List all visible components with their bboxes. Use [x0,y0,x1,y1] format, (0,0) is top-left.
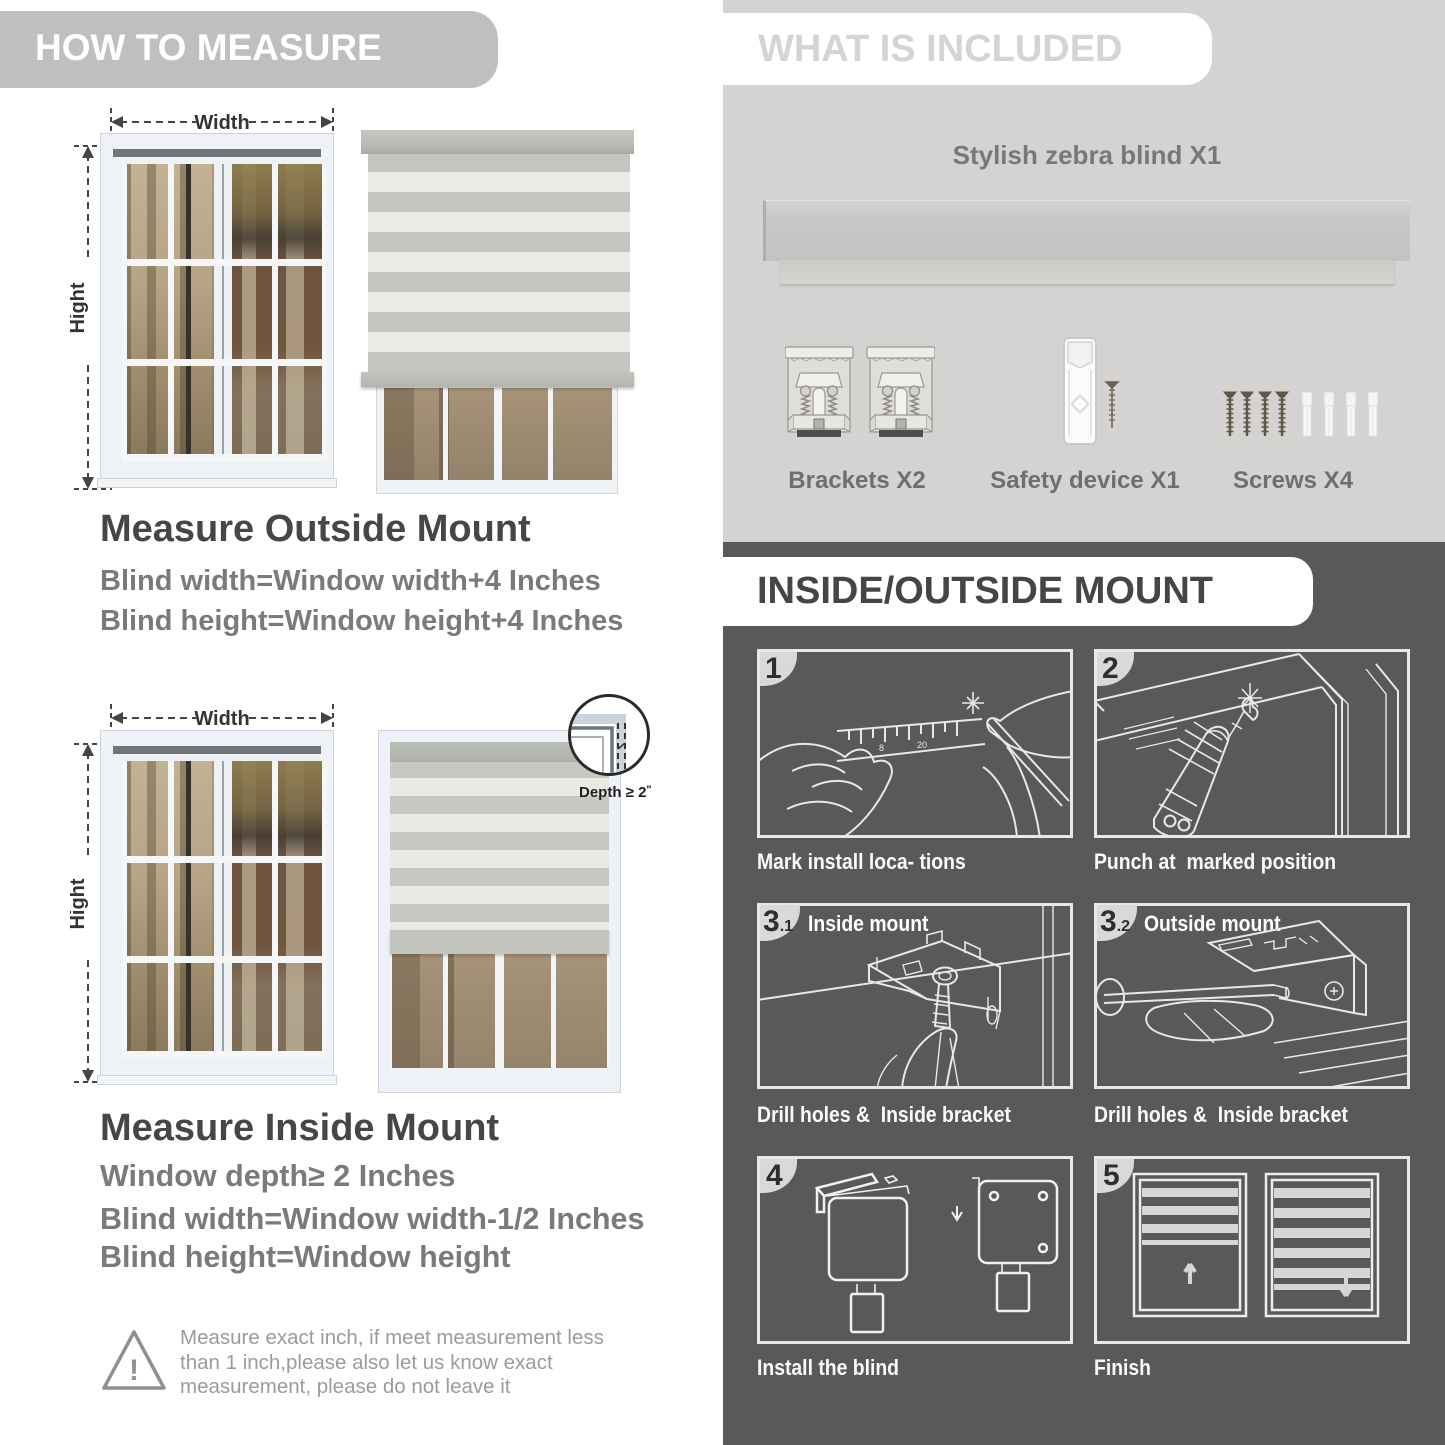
svg-text:8: 8 [879,743,884,753]
svg-text:Hight: Hight [70,282,89,333]
svg-text:20: 20 [917,740,927,750]
svg-text:Width: Width [194,708,249,730]
svg-text:Hight: Hight [70,878,89,929]
svg-text:!: ! [129,1354,139,1387]
svg-text:Width: Width [194,112,249,134]
